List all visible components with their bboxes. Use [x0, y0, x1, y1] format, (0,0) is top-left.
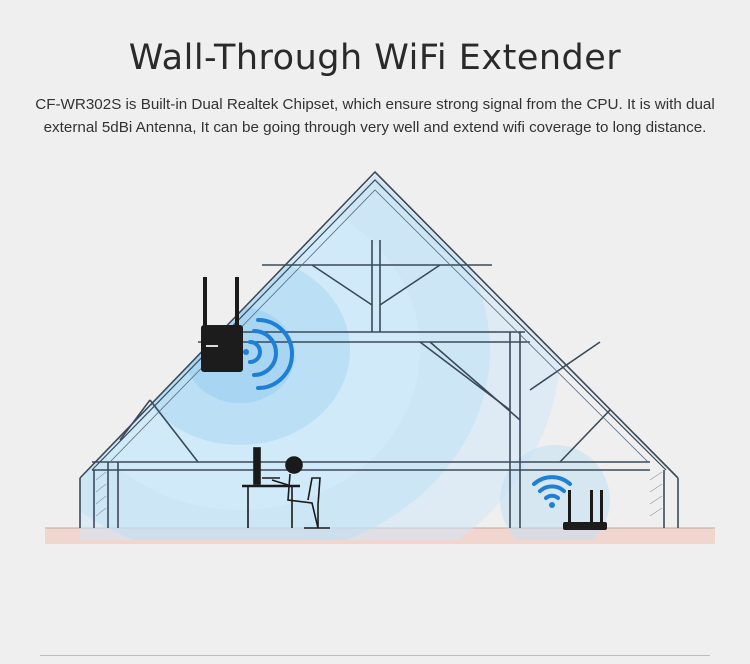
house-frame	[79, 170, 679, 528]
bottom-divider	[40, 655, 710, 656]
wifi-signal-icon	[248, 318, 294, 390]
product-description: CF-WR302S is Built-in Dual Realtek Chips…	[35, 96, 715, 136]
page-title: Wall-Through WiFi Extender	[128, 38, 622, 78]
wall-hatch	[95, 471, 663, 517]
router-signal-dot	[549, 502, 555, 508]
wifi-signal-dot	[243, 349, 249, 355]
house-illustration	[45, 170, 715, 544]
router-signal-icon	[532, 475, 572, 500]
wifi-extender-device-icon	[201, 277, 243, 372]
person-at-desk-icon	[242, 447, 330, 529]
router-device-icon	[563, 490, 607, 530]
